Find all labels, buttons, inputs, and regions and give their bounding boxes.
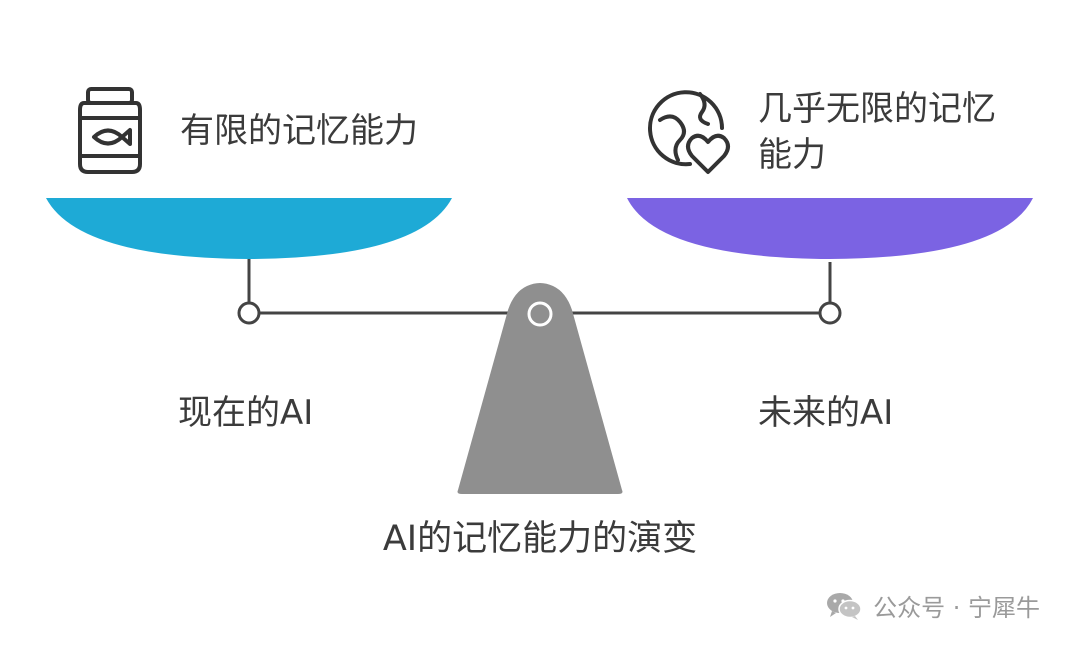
watermark-text: 公众号 · 宁犀牛 <box>873 594 1040 622</box>
scale-fulcrum <box>457 283 623 494</box>
left-scale-pan <box>46 198 452 259</box>
center-pivot <box>527 301 553 327</box>
globe-heart-icon <box>648 90 730 174</box>
right-pan-title-line1: 几乎无限的记忆 <box>758 89 996 129</box>
right-pan-title: 几乎无限的记忆 能力 <box>758 86 1058 178</box>
right-pivot <box>818 301 842 325</box>
left-pivot <box>237 301 261 325</box>
wechat-icon <box>827 592 862 620</box>
left-pan-title: 有限的记忆能力 <box>180 111 418 151</box>
diagram-caption: AI的记忆能力的演变 <box>382 519 698 559</box>
left-caption: 现在的AI <box>178 393 314 433</box>
jar-icon <box>78 87 142 174</box>
right-caption: 未来的AI <box>758 393 894 433</box>
watermark: 公众号 · 宁犀牛 <box>825 588 1040 623</box>
right-pan-title-line2: 能力 <box>758 135 826 175</box>
right-scale-pan <box>627 198 1033 259</box>
